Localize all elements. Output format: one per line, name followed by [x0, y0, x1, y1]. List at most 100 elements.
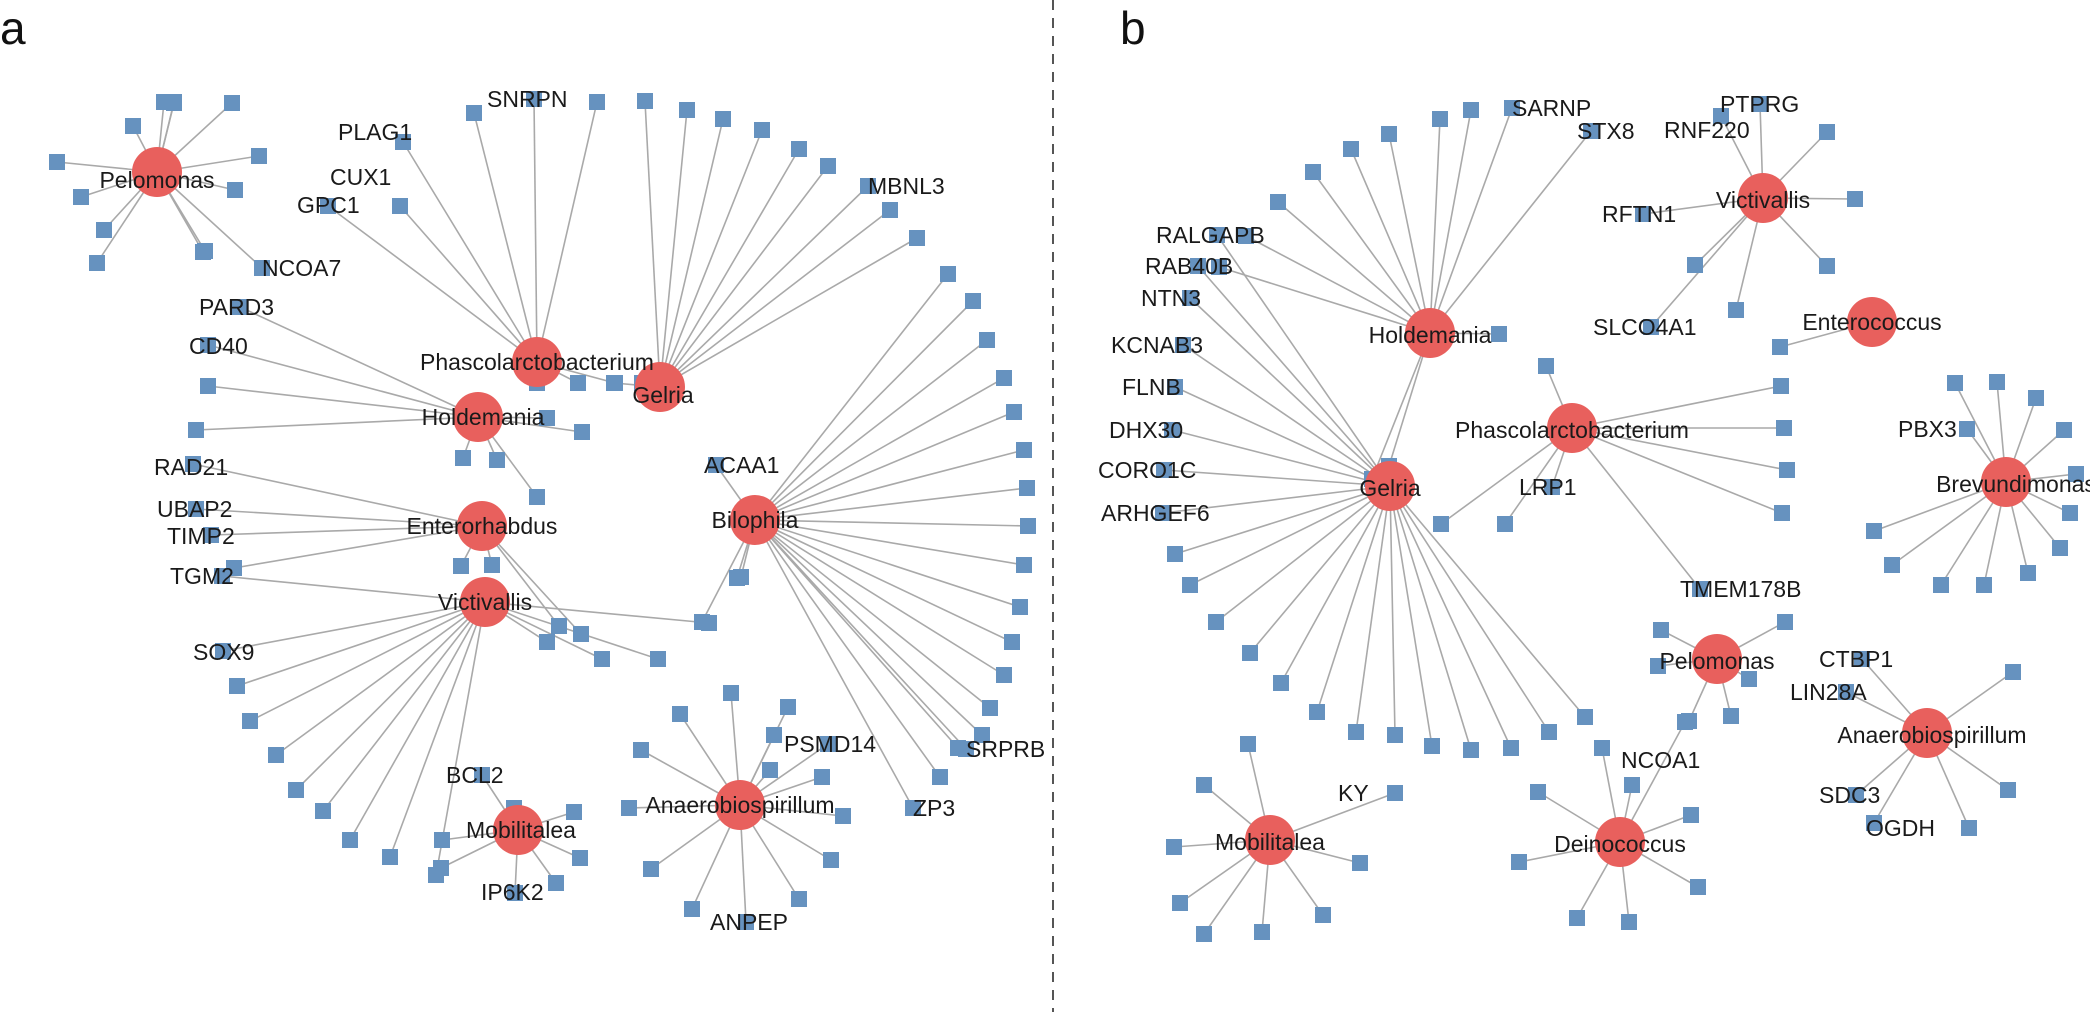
edge: [1174, 485, 1391, 555]
taxon-node: [715, 780, 765, 830]
gene-label: CD40: [189, 333, 248, 359]
gene-node: [395, 134, 411, 150]
edge: [210, 525, 483, 536]
gene-node: [589, 94, 605, 110]
gene-node: [1387, 727, 1403, 743]
gene-node: [1196, 926, 1212, 942]
gene-node: [1164, 422, 1180, 438]
gene-node: [268, 747, 284, 763]
gene-label: LIN28A: [1790, 679, 1867, 705]
gene-node: [860, 178, 876, 194]
edge: [1571, 427, 1788, 471]
edge: [1218, 266, 1431, 334]
panel-b-network: SARNPSTX8HoldemaniaPTPRGRNF220RFTN1SLCO4…: [1098, 91, 2090, 942]
gene-node: [1352, 855, 1368, 871]
panel-a-letter: a: [0, 2, 26, 54]
taxon-label: Enterorhabdus: [407, 513, 558, 539]
taxon-label: Mobilitalea: [466, 817, 576, 843]
gene-node: [1683, 807, 1699, 823]
edge: [1162, 485, 1391, 514]
gene-node: [96, 222, 112, 238]
gene-node: [1491, 326, 1507, 342]
edge: [1189, 297, 1391, 487]
gene-node: [1208, 614, 1224, 630]
gene-label: TMEM178B: [1680, 576, 1801, 602]
edge: [1249, 485, 1391, 654]
gene-node: [507, 885, 523, 901]
gene-node: [1541, 724, 1557, 740]
gene-node: [1569, 910, 1585, 926]
gene-node: [1497, 516, 1513, 532]
edge: [1389, 485, 1512, 749]
gene-label: SLCO4A1: [1593, 314, 1697, 340]
gene-node: [1175, 337, 1191, 353]
edge: [402, 141, 538, 363]
gene-node: [1305, 164, 1321, 180]
edge: [1312, 171, 1431, 334]
gene-node: [958, 741, 974, 757]
edge: [644, 100, 661, 388]
gene-node: [820, 158, 836, 174]
edge: [1216, 234, 1391, 487]
gene-node: [1752, 96, 1768, 112]
edge: [1650, 197, 1764, 328]
edge: [754, 519, 983, 736]
taxon-label: Holdemania: [1369, 322, 1492, 348]
edge: [249, 601, 486, 722]
gene-node: [1209, 227, 1225, 243]
gene-node: [1777, 614, 1793, 630]
gene-node: [1343, 141, 1359, 157]
edge: [222, 601, 486, 652]
edge: [659, 148, 800, 388]
gene-node: [1961, 820, 1977, 836]
edge: [1571, 427, 1783, 514]
gene-node: [974, 727, 990, 743]
gene-node: [188, 501, 204, 517]
gene-node: [679, 102, 695, 118]
gene-node: [1692, 581, 1708, 597]
gene-label: BCL2: [446, 762, 504, 788]
gene-node: [232, 299, 248, 315]
gene-node: [814, 769, 830, 785]
gene-node: [1530, 784, 1546, 800]
gene-node: [791, 141, 807, 157]
gene-node: [1635, 206, 1651, 222]
edge: [754, 300, 974, 521]
gene-node: [780, 699, 796, 715]
gene-node: [1315, 907, 1331, 923]
gene-node: [342, 832, 358, 848]
edge: [435, 601, 486, 876]
gene-node: [835, 808, 851, 824]
gene-node: [965, 293, 981, 309]
taxon-label: Victivallis: [438, 589, 532, 615]
gene-node: [227, 182, 243, 198]
taxon-node: [460, 577, 510, 627]
edge: [1277, 201, 1431, 334]
gene-node: [489, 452, 505, 468]
edge: [754, 519, 941, 778]
edge: [1316, 485, 1391, 713]
taxon-node: [1547, 403, 1597, 453]
gene-node: [574, 424, 590, 440]
gene-label: KY: [1338, 780, 1369, 806]
gene-label: RAB40B: [1145, 253, 1233, 279]
gene-label: ACAA1: [704, 452, 779, 478]
gene-node: [200, 378, 216, 394]
edge: [659, 118, 724, 388]
taxon-label: Mobilitalea: [1215, 829, 1325, 855]
edge: [192, 463, 483, 527]
taxon-label: Brevundimonas: [1936, 471, 2090, 497]
gene-node: [1819, 124, 1835, 140]
gene-node: [1254, 924, 1270, 940]
gene-node: [529, 489, 545, 505]
gene-node: [2005, 664, 2021, 680]
gene-node: [1240, 736, 1256, 752]
gene-node: [1947, 375, 1963, 391]
gene-node: [573, 626, 589, 642]
gene-node: [820, 736, 836, 752]
taxon-node: [1981, 457, 2031, 507]
edge: [659, 129, 763, 388]
taxon-node: [132, 147, 182, 197]
edge: [1350, 148, 1431, 334]
taxon-label: Holdemania: [422, 404, 545, 430]
